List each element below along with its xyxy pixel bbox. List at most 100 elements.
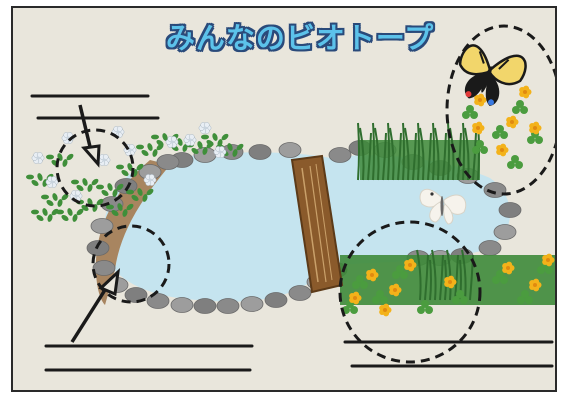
yellow-flower <box>529 121 542 135</box>
stone <box>92 260 116 276</box>
stone <box>156 154 180 170</box>
reed <box>429 259 432 301</box>
stone <box>483 182 507 198</box>
yellow-flower <box>474 93 487 107</box>
reed <box>402 122 405 181</box>
stone <box>493 224 517 240</box>
arrow-bottom-left <box>70 268 121 343</box>
reed <box>446 249 452 301</box>
reed <box>389 127 395 181</box>
white-flower <box>198 122 212 134</box>
foliage-cluster <box>71 178 99 192</box>
reed <box>439 254 444 301</box>
callout-lines <box>30 94 554 372</box>
reed <box>412 132 417 181</box>
swallowtail-butterfly-icon <box>458 44 527 107</box>
clover <box>452 290 468 304</box>
clover <box>512 100 528 114</box>
foliage-cluster <box>96 183 124 197</box>
reed <box>417 122 420 181</box>
reed <box>387 122 390 181</box>
reed <box>424 254 429 301</box>
cabbage-white-butterfly-icon <box>419 188 467 225</box>
stone <box>498 202 522 218</box>
reed <box>427 132 432 181</box>
stone <box>240 296 264 312</box>
clover <box>417 300 433 314</box>
callout-circle-top-right <box>445 24 555 196</box>
white-flower <box>213 146 227 158</box>
clover <box>492 270 508 284</box>
white-flower-patch <box>26 122 244 222</box>
reed <box>447 122 450 181</box>
callout-circle-bottom-left <box>91 224 171 304</box>
clover <box>392 265 408 279</box>
clover <box>492 125 508 139</box>
reed <box>404 127 410 181</box>
reed <box>434 127 440 181</box>
stone <box>146 293 170 309</box>
clover <box>352 275 368 289</box>
stone <box>478 240 502 256</box>
white-flower <box>31 152 45 164</box>
clover <box>472 140 488 154</box>
foliage-cluster <box>31 208 59 222</box>
stone <box>193 298 217 314</box>
white-flower <box>45 176 59 188</box>
yellow-flower <box>472 121 485 135</box>
reed <box>419 127 425 181</box>
clover <box>507 155 523 169</box>
yellow-flower <box>542 253 555 267</box>
foliage-cluster <box>106 203 134 217</box>
stone <box>170 297 194 313</box>
reed <box>457 132 462 181</box>
clover <box>462 105 478 119</box>
stone <box>248 144 272 160</box>
stone <box>114 178 138 194</box>
yellow-flower <box>379 303 392 317</box>
reed <box>461 249 467 301</box>
foliage-cluster <box>26 173 54 187</box>
arrow-top-left <box>78 104 101 168</box>
reeds-top <box>357 122 480 181</box>
white-flower <box>69 190 83 202</box>
yellow-flower <box>496 143 509 157</box>
stone <box>264 292 288 308</box>
yellow-flower <box>502 261 515 275</box>
foliage-cluster <box>41 193 69 207</box>
callout-circle-bottom-right <box>338 220 482 364</box>
white-flower <box>165 136 179 148</box>
callout-circle-top-left <box>55 128 135 208</box>
reed <box>442 132 447 181</box>
stone <box>90 218 114 234</box>
reed <box>374 127 380 181</box>
reed <box>431 249 437 301</box>
yellow-flower <box>366 268 379 282</box>
stone <box>328 147 352 163</box>
yellow-flower <box>389 283 402 297</box>
yellow-flower <box>506 115 519 129</box>
foliage-cluster <box>201 133 229 147</box>
reed <box>472 132 477 181</box>
yellow-flower <box>404 258 417 272</box>
foliage-cluster <box>116 163 144 177</box>
yellow-flower <box>444 275 457 289</box>
page-title: みんなのビオトープ <box>165 21 435 55</box>
stone <box>278 142 302 158</box>
yellow-flower <box>529 278 542 292</box>
reed <box>432 122 435 181</box>
white-flower <box>183 134 197 146</box>
reed <box>449 127 455 181</box>
reed <box>367 132 372 181</box>
stone <box>216 298 240 314</box>
reed <box>359 127 365 181</box>
white-flower <box>143 174 157 186</box>
foliage-cluster <box>76 198 104 212</box>
clover <box>372 290 388 304</box>
foliage-cluster <box>126 188 154 202</box>
foliage-cluster <box>46 153 74 167</box>
reed <box>462 122 465 181</box>
stone <box>288 285 312 301</box>
